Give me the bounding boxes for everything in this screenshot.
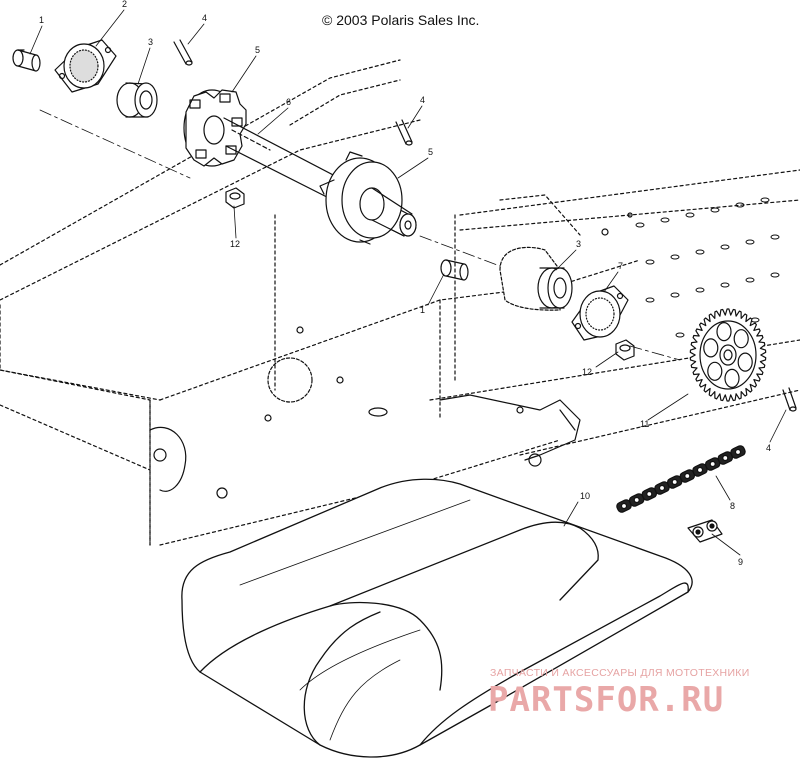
bolt-part-1-upper (12, 49, 41, 72)
flange-housing-part-2-upper (54, 39, 117, 93)
callout-5-upper: 5 (255, 45, 261, 55)
callout-12-upper: 12 (230, 239, 241, 249)
roller-chain-part-8 (616, 445, 746, 513)
pin-part-4-c (782, 387, 797, 412)
callout-4-middle: 4 (420, 95, 426, 105)
callout-9: 9 (738, 557, 744, 567)
bearing-part-3-lower (499, 246, 573, 311)
callout-4-upper: 4 (202, 13, 208, 23)
pin-part-4-b (395, 119, 413, 146)
watermark-brand: PARTSFOR.RU (488, 680, 725, 720)
callout-8: 8 (730, 501, 736, 511)
callout-10: 10 (580, 491, 591, 501)
track-belt-part-10 (181, 478, 693, 758)
chassis-frame (0, 59, 800, 546)
nut-part-12-lower (615, 339, 635, 361)
bearing-part-3-upper (116, 82, 158, 118)
pin-part-4-a (173, 39, 193, 66)
flange-housing-part-7 (571, 285, 629, 341)
callout-11: 11 (640, 419, 650, 429)
drive-sprocket-part-5-upper (183, 89, 247, 167)
nut-part-12-upper (225, 187, 245, 209)
callout-3-upper: 3 (148, 37, 154, 47)
callout-12-lower: 12 (582, 367, 593, 377)
callout-1-upper: 1 (39, 15, 45, 25)
left-end-bracket (149, 426, 187, 492)
bolt-part-1-lower (440, 259, 469, 281)
callout-3-lower: 3 (576, 239, 582, 249)
callout-5-middle: 5 (428, 147, 434, 157)
watermark-tagline: ЗАПЧАСТИ И АКСЕССУАРЫ ДЛЯ МОТОТЕХНИКИ (490, 667, 750, 679)
right-end-bracket (439, 394, 581, 467)
callout-7: 7 (618, 261, 624, 271)
drive-sprocket-part-5-middle (319, 151, 417, 245)
callout-2: 2 (122, 0, 128, 9)
master-link-part-9 (687, 519, 723, 543)
chain-sprocket-part-11 (689, 308, 767, 402)
centerlines (39, 109, 681, 361)
callout-6: 6 (286, 97, 292, 107)
frame-hole-large (267, 357, 313, 403)
rail-holes (635, 197, 780, 338)
copyright-notice: © 2003 Polaris Sales Inc. (322, 12, 480, 28)
callout-1-lower: 1 (420, 305, 426, 315)
callout-4-lower: 4 (766, 443, 772, 453)
leader-lines (29, 9, 787, 556)
